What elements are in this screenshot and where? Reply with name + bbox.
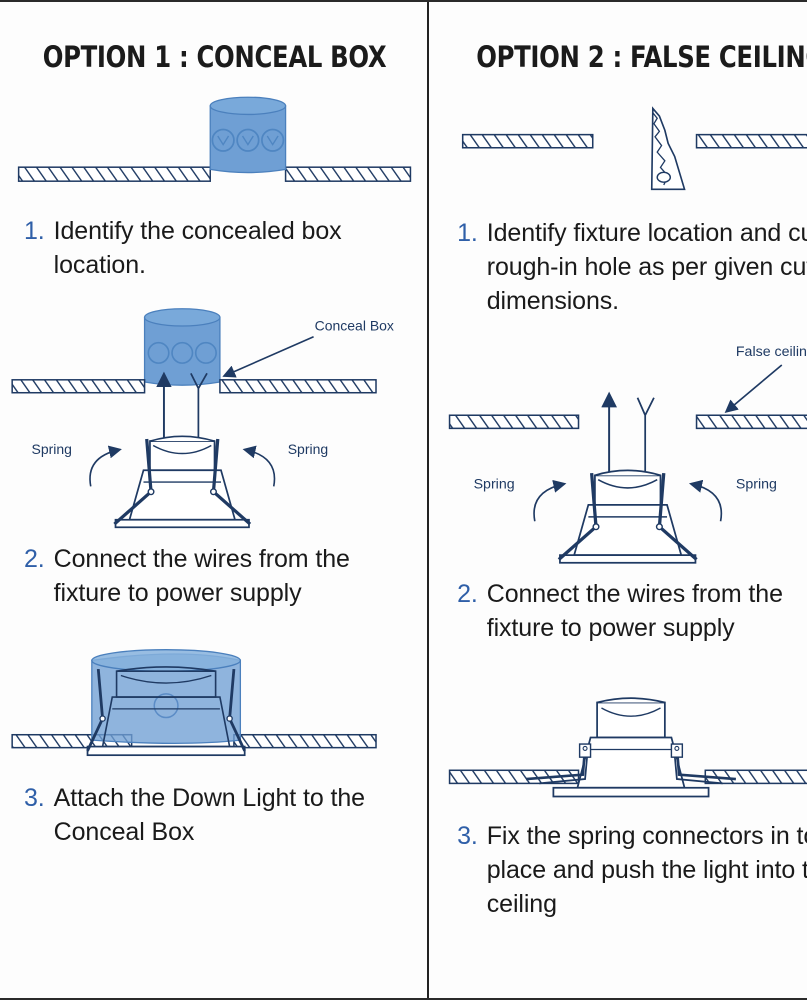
conceal-box-leader xyxy=(222,336,314,378)
figure-cut-rough-in-hole xyxy=(443,80,807,200)
spring-arrow-left xyxy=(533,480,567,522)
label-conceal-box: Conceal Box xyxy=(315,318,394,334)
figure-wire-to-false-ceiling: False ceiling xyxy=(443,330,807,565)
conceal-box-shape xyxy=(143,308,221,387)
ceiling-slab-right xyxy=(233,733,377,749)
power-wires xyxy=(156,372,208,439)
ceiling-slab-right xyxy=(695,133,807,149)
option-2-step-1: 1. Identify fixture location and cut rou… xyxy=(443,216,807,318)
spring-arrow-right xyxy=(689,480,723,522)
ceiling-slab-left xyxy=(462,133,594,149)
ceiling-slab-left xyxy=(448,414,580,430)
power-wires xyxy=(601,391,655,473)
option-1-step-1: 1. Identify the concealed box location. xyxy=(10,214,419,282)
step-text: Identify the concealed box location. xyxy=(53,217,342,280)
downlight-fixture xyxy=(526,697,737,798)
downlight-fixture xyxy=(86,665,246,756)
downlight-fixture xyxy=(557,469,698,564)
label-spring-right: Spring xyxy=(288,441,328,457)
conceal-box-shape xyxy=(209,96,287,174)
step-number: 3. xyxy=(24,784,45,813)
ceiling-slab-left xyxy=(448,769,580,785)
label-false-ceiling: False ceiling xyxy=(736,344,807,360)
option-1-step-2: 2. Connect the wires from the fixture to… xyxy=(10,542,419,610)
step-number: 1. xyxy=(457,219,478,248)
option-1-title: OPTION 1 : CONCEAL BOX xyxy=(42,40,387,74)
option-2-step-2: 2. Connect the wires from the fixture to… xyxy=(443,577,807,645)
step-number: 3. xyxy=(457,821,478,850)
step-text: Connect the wires from the fixture to po… xyxy=(53,544,350,607)
label-spring-left: Spring xyxy=(474,477,515,493)
figure-fixture-installed-flush xyxy=(443,661,807,809)
downlight-fixture xyxy=(113,435,252,529)
drywall-saw-icon xyxy=(650,106,686,191)
conceal-box-shape xyxy=(91,648,242,744)
option-1-step-3: 3. Attach the Down Light to the Conceal … xyxy=(10,781,419,849)
option-2-step-3: 3. Fix the spring connectors in to place… xyxy=(443,819,807,921)
label-spring-left: Spring xyxy=(32,441,72,457)
spring-arrow-right xyxy=(242,446,276,487)
ceiling-slab-right xyxy=(695,414,807,430)
ceiling-slab-left xyxy=(17,166,211,182)
step-text: Connect the wires from the fixture to po… xyxy=(486,580,783,643)
figure-conceal-box-on-ceiling xyxy=(10,80,419,198)
step-number: 2. xyxy=(457,580,478,609)
option-1-column: OPTION 1 : CONCEAL BOX xyxy=(0,2,427,998)
spring-arrow-left xyxy=(89,446,122,487)
step-number: 2. xyxy=(24,544,45,573)
step-text: Attach the Down Light to the Conceal Box xyxy=(53,784,365,847)
figure-fixture-in-conceal-box xyxy=(10,626,419,771)
option-2-column: OPTION 2 : FALSE CEILING xyxy=(427,2,807,998)
ceiling-slab-right xyxy=(284,166,412,182)
step-text: Fix the spring connectors in to place an… xyxy=(486,821,807,918)
step-number: 1. xyxy=(24,217,45,246)
option-2-title: OPTION 2 : FALSE CEILING xyxy=(476,40,807,74)
ceiling-slab-right xyxy=(219,379,377,394)
false-ceiling-leader xyxy=(724,364,783,414)
figure-wire-to-conceal-box: Conceal Box xyxy=(10,298,419,529)
step-text: Identify fixture location and cut rough-… xyxy=(486,219,807,316)
ceiling-slab-left xyxy=(11,379,146,394)
label-spring-right: Spring xyxy=(736,477,777,493)
